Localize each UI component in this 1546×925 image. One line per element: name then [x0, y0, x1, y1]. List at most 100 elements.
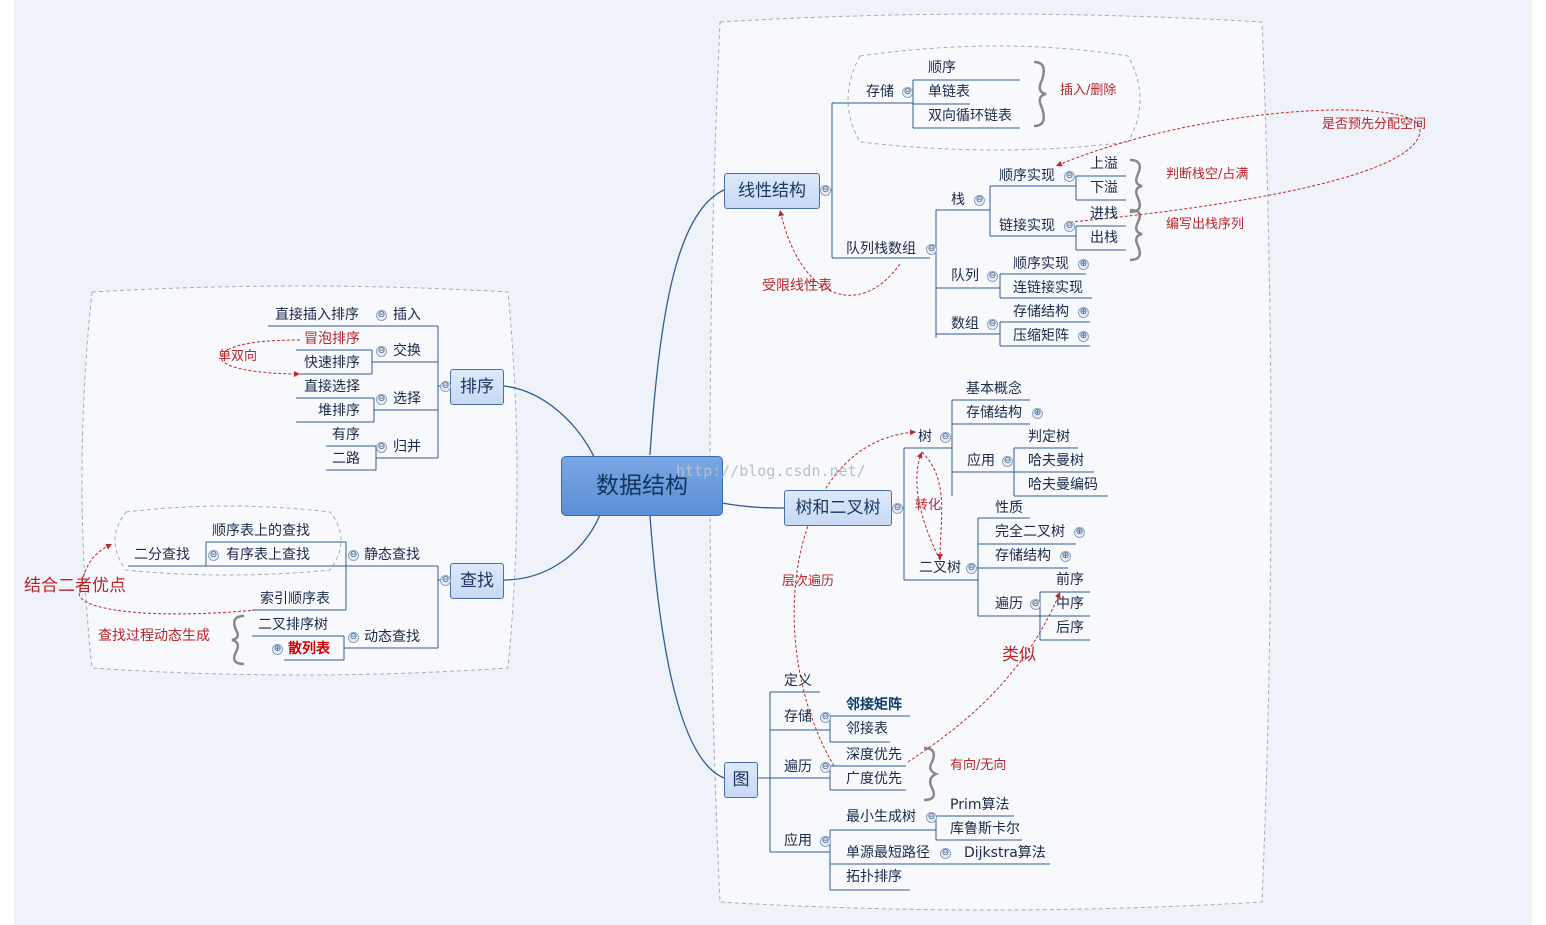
node-inorder[interactable]: 中序 [1056, 596, 1084, 612]
node-pop[interactable]: 出栈 [1090, 230, 1118, 246]
node-huffman-tree[interactable]: 哈夫曼树 [1028, 453, 1084, 469]
central-topic[interactable]: 数据结构 [561, 456, 723, 516]
node-postorder[interactable]: 后序 [1056, 620, 1084, 636]
node-hash-table[interactable]: 散列表 [288, 641, 330, 657]
topic-graph[interactable]: 图 [724, 762, 758, 798]
node-adjacency-matrix[interactable]: 邻接矩阵 [846, 697, 902, 713]
node-prim[interactable]: Prim算法 [950, 797, 1010, 813]
node-adjacency-list[interactable]: 邻接表 [846, 721, 888, 737]
node-definition[interactable]: 定义 [784, 673, 812, 689]
node-ordered[interactable]: 有序 [332, 427, 360, 443]
topic-tree[interactable]: 树和二叉树 [784, 490, 892, 526]
node-dijkstra[interactable]: Dijkstra算法 [964, 845, 1046, 861]
node-array-storage[interactable]: 存储结构 [1013, 304, 1069, 320]
node-insert[interactable]: 插入 [393, 307, 421, 323]
node-sssp[interactable]: 单源最短路径 [846, 845, 930, 861]
node-overflow[interactable]: 上溢 [1090, 156, 1118, 172]
node-storage[interactable]: 存储 [866, 84, 894, 100]
expand-toggle[interactable]: ⊕ [1078, 259, 1089, 270]
expand-toggle[interactable]: ⊕ [272, 644, 283, 655]
collapse-toggle[interactable]: ⊖ [902, 87, 913, 98]
node-two-way[interactable]: 二路 [332, 451, 360, 467]
collapse-toggle[interactable]: ⊖ [348, 550, 359, 561]
node-underflow[interactable]: 下溢 [1090, 180, 1118, 196]
collapse-toggle[interactable]: ⊖ [987, 271, 998, 282]
collapse-toggle[interactable]: ⊖ [940, 432, 951, 443]
expand-toggle[interactable]: ⊕ [1074, 527, 1085, 538]
node-sequential[interactable]: 顺序 [928, 60, 956, 76]
node-properties[interactable]: 性质 [995, 500, 1023, 516]
node-static-search[interactable]: 静态查找 [364, 547, 420, 563]
node-queue-seq[interactable]: 顺序实现 [1013, 256, 1069, 272]
node-stack[interactable]: 栈 [951, 192, 965, 208]
collapse-toggle[interactable]: ⊖ [1030, 599, 1041, 610]
node-array-compress[interactable]: 压缩矩阵 [1013, 328, 1069, 344]
node-bst[interactable]: 二叉排序树 [258, 617, 328, 633]
collapse-toggle[interactable]: ⊖ [926, 244, 937, 255]
node-doubly-circular[interactable]: 双向循环链表 [928, 108, 1012, 124]
node-binary-search[interactable]: 二分查找 [134, 547, 190, 563]
expand-toggle[interactable]: ⊕ [1078, 307, 1089, 318]
collapse-toggle[interactable]: ⊖ [820, 762, 831, 773]
collapse-toggle[interactable]: ⊖ [376, 346, 387, 357]
node-dynamic-search[interactable]: 动态查找 [364, 629, 420, 645]
node-seq-table-search[interactable]: 顺序表上的查找 [212, 523, 310, 539]
node-direct-insert[interactable]: 直接插入排序 [275, 307, 359, 323]
node-mst[interactable]: 最小生成树 [846, 809, 916, 825]
collapse-toggle[interactable]: ⊖ [376, 310, 387, 321]
node-merge[interactable]: 归并 [393, 439, 421, 455]
collapse-toggle[interactable]: ⊖ [820, 185, 831, 196]
node-ordered-table-search[interactable]: 有序表上查找 [226, 547, 310, 563]
node-dfs[interactable]: 深度优先 [846, 747, 902, 763]
node-direct-select[interactable]: 直接选择 [304, 379, 360, 395]
node-select[interactable]: 选择 [393, 391, 421, 407]
collapse-toggle[interactable]: ⊖ [987, 319, 998, 330]
node-binary-tree[interactable]: 二叉树 [919, 560, 961, 576]
expand-toggle[interactable]: ⊕ [1032, 408, 1043, 419]
node-topo-sort[interactable]: 拓扑排序 [846, 869, 902, 885]
node-quick-sort[interactable]: 快速排序 [304, 355, 360, 371]
collapse-toggle[interactable]: ⊖ [820, 712, 831, 723]
topic-sort[interactable]: 排序 [450, 369, 504, 405]
node-stack-link[interactable]: 链接实现 [999, 218, 1055, 234]
topic-search[interactable]: 查找 [450, 563, 504, 599]
collapse-toggle[interactable]: ⊖ [974, 195, 985, 206]
node-huffman-code[interactable]: 哈夫曼编码 [1028, 477, 1098, 493]
node-queue-stack-array[interactable]: 队列栈数组 [846, 241, 916, 257]
node-binary-storage[interactable]: 存储结构 [995, 548, 1051, 564]
collapse-toggle[interactable]: ⊖ [966, 563, 977, 574]
node-stack-seq[interactable]: 顺序实现 [999, 168, 1055, 184]
node-queue[interactable]: 队列 [951, 268, 979, 284]
node-singly-linked[interactable]: 单链表 [928, 84, 970, 100]
node-graph-app[interactable]: 应用 [784, 833, 812, 849]
collapse-toggle[interactable]: ⊖ [1064, 171, 1075, 182]
node-traversal[interactable]: 遍历 [995, 596, 1023, 612]
node-tree[interactable]: 树 [918, 429, 932, 445]
collapse-toggle[interactable]: ⊖ [440, 381, 451, 392]
node-decision-tree[interactable]: 判定树 [1028, 429, 1070, 445]
topic-linear[interactable]: 线性结构 [724, 173, 820, 209]
node-complete-binary[interactable]: 完全二叉树 [995, 524, 1065, 540]
collapse-toggle[interactable]: ⊖ [1064, 221, 1075, 232]
node-preorder[interactable]: 前序 [1056, 572, 1084, 588]
collapse-toggle[interactable]: ⊖ [940, 848, 951, 859]
node-index-seq-table[interactable]: 索引顺序表 [260, 591, 330, 607]
node-heap-sort[interactable]: 堆排序 [318, 403, 360, 419]
node-bubble-sort[interactable]: 冒泡排序 [304, 331, 360, 347]
node-basic-concept[interactable]: 基本概念 [966, 381, 1022, 397]
node-queue-link[interactable]: 连链接实现 [1013, 280, 1083, 296]
expand-toggle[interactable]: ⊕ [1060, 551, 1071, 562]
collapse-toggle[interactable]: ⊖ [926, 812, 937, 823]
node-tree-storage[interactable]: 存储结构 [966, 405, 1022, 421]
collapse-toggle[interactable]: ⊖ [820, 836, 831, 847]
collapse-toggle[interactable]: ⊖ [1002, 456, 1013, 467]
collapse-toggle[interactable]: ⊖ [376, 394, 387, 405]
node-kruskal[interactable]: 库鲁斯卡尔 [950, 821, 1020, 837]
collapse-toggle[interactable]: ⊖ [376, 442, 387, 453]
collapse-toggle[interactable]: ⊖ [348, 632, 359, 643]
node-bfs[interactable]: 广度优先 [846, 771, 902, 787]
node-tree-app[interactable]: 应用 [967, 453, 995, 469]
collapse-toggle[interactable]: ⊖ [440, 575, 451, 586]
node-graph-storage[interactable]: 存储 [784, 709, 812, 725]
node-push[interactable]: 进栈 [1090, 206, 1118, 222]
